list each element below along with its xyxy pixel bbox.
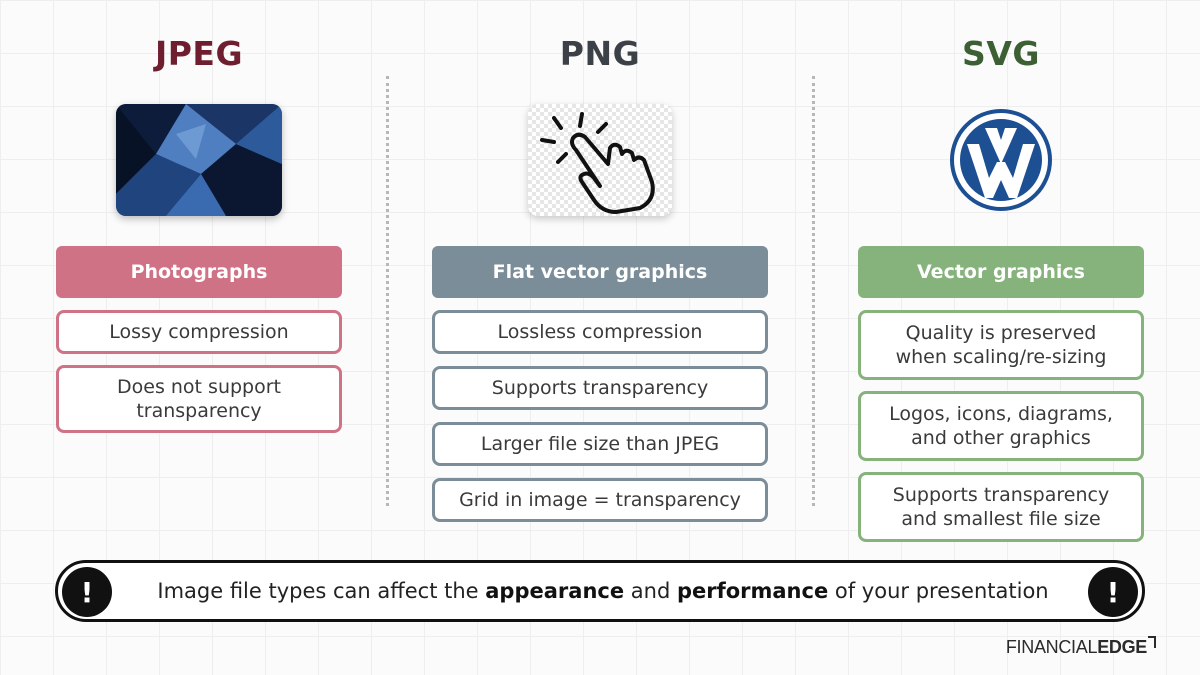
svg-column: SVG Vector graphics Quality is preserved… (858, 0, 1144, 560)
tap-hand-icon (528, 104, 672, 216)
png-feature-filesize: Larger file size than JPEG (432, 422, 768, 466)
exclamation-icon: ! (62, 567, 112, 617)
png-feature-lossless: Lossless compression (432, 310, 768, 354)
png-feature-transparency: Supports transparency (432, 366, 768, 410)
column-divider (386, 76, 389, 506)
svg-feature-transparency: Supports transparency and smallest file … (858, 472, 1144, 542)
svg-title: SVG (962, 34, 1040, 73)
column-divider (812, 76, 815, 506)
png-category-label: Flat vector graphics (432, 246, 768, 298)
key-message-text: Image file types can affect the appearan… (157, 579, 1049, 603)
svg-feature-quality: Quality is preserved when scaling/re-siz… (858, 310, 1144, 380)
jpeg-category-label: Photographs (56, 246, 342, 298)
jpeg-feature-lossy: Lossy compression (56, 310, 342, 354)
key-message-banner: ! Image file types can affect the appear… (55, 560, 1145, 622)
logo-mark-icon (1148, 636, 1156, 648)
jpeg-column: JPEG Photographs Lossy compression Does … (56, 0, 396, 560)
svg-category-label: Vector graphics (858, 246, 1144, 298)
exclamation-icon: ! (1088, 567, 1138, 617)
jpeg-title: JPEG (154, 34, 244, 73)
abstract-photo-icon (116, 104, 282, 216)
png-title: PNG (559, 34, 641, 73)
png-column: PNG Flat vector graphics Lossless compre… (432, 0, 768, 560)
svg-feature-uses: Logos, icons, diagrams, and other graphi… (858, 391, 1144, 461)
vw-logo-icon (945, 104, 1057, 216)
png-feature-grid: Grid in image = transparency (432, 478, 768, 522)
jpeg-feature-transparency: Does not support transparency (56, 365, 342, 433)
